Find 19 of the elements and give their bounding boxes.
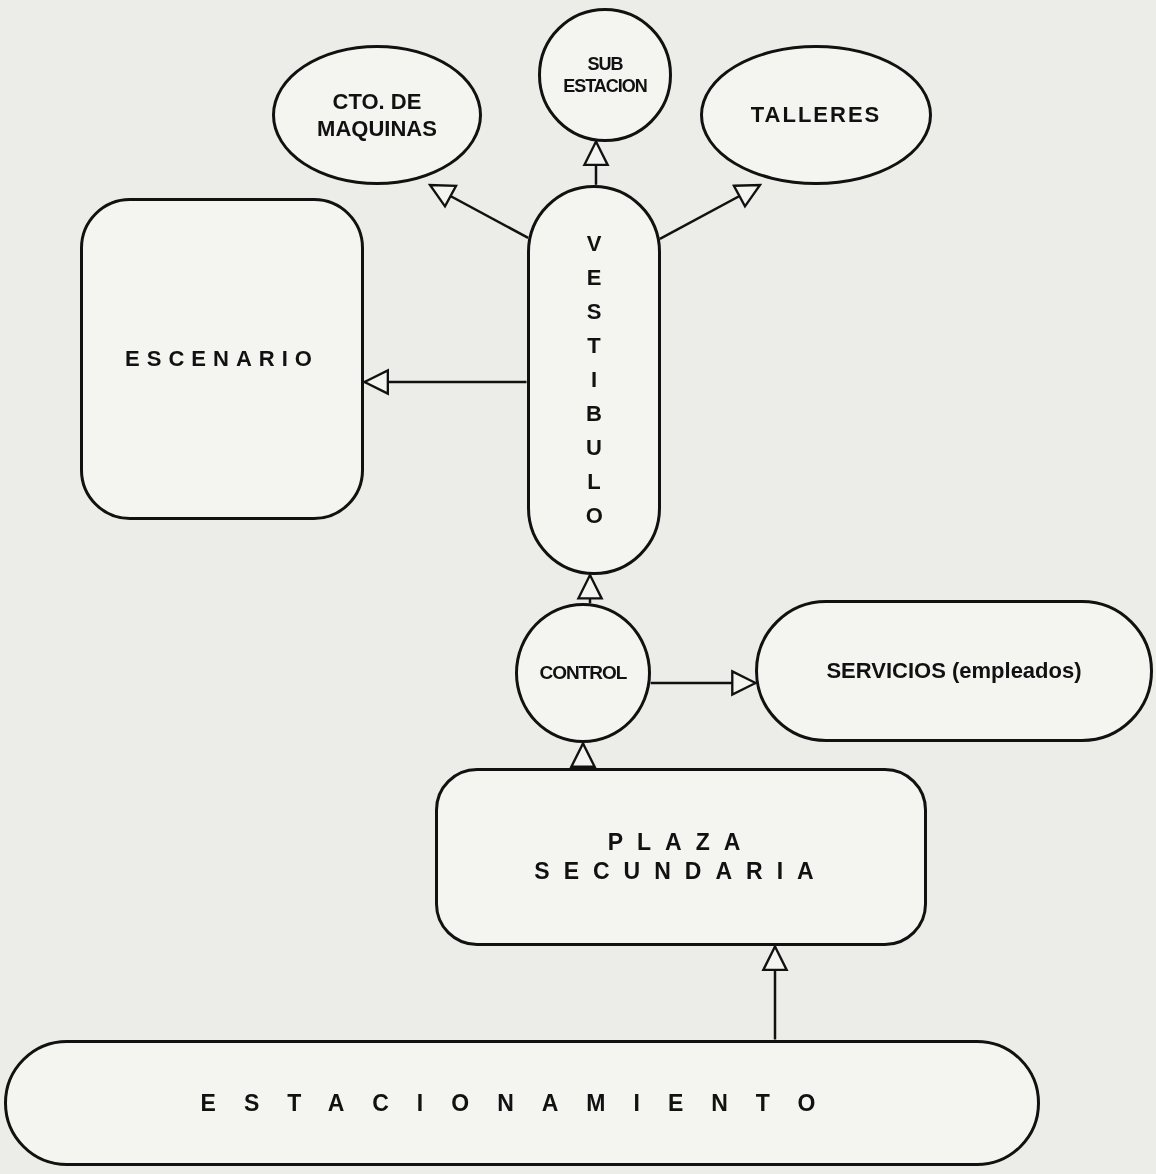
block-arrow — [363, 369, 527, 395]
rounded-box — [80, 198, 364, 520]
node-label: CTO. DE MAQUINAS — [316, 87, 438, 143]
rounded-box — [435, 768, 927, 946]
node-label: SERVICIOS (empleados) — [825, 657, 1083, 685]
node-label: SUB ESTACION — [562, 52, 648, 98]
node-label: CONTROL — [538, 661, 628, 685]
node-label: ESTACIONAMIENTO — [199, 1088, 845, 1118]
block-arrow — [583, 140, 609, 185]
node-label: TALLERES — [749, 101, 883, 129]
block-arrow — [577, 573, 603, 604]
block-arrow — [428, 183, 529, 239]
block-arrow — [762, 945, 788, 1040]
block-arrow — [570, 742, 596, 768]
block-arrow — [659, 183, 762, 240]
block-arrow — [650, 670, 757, 696]
node-label: PLAZA SECUNDARIA — [533, 828, 829, 886]
node-label: VESTIBULO — [585, 229, 603, 531]
node-label: ESCENARIO — [124, 345, 320, 373]
